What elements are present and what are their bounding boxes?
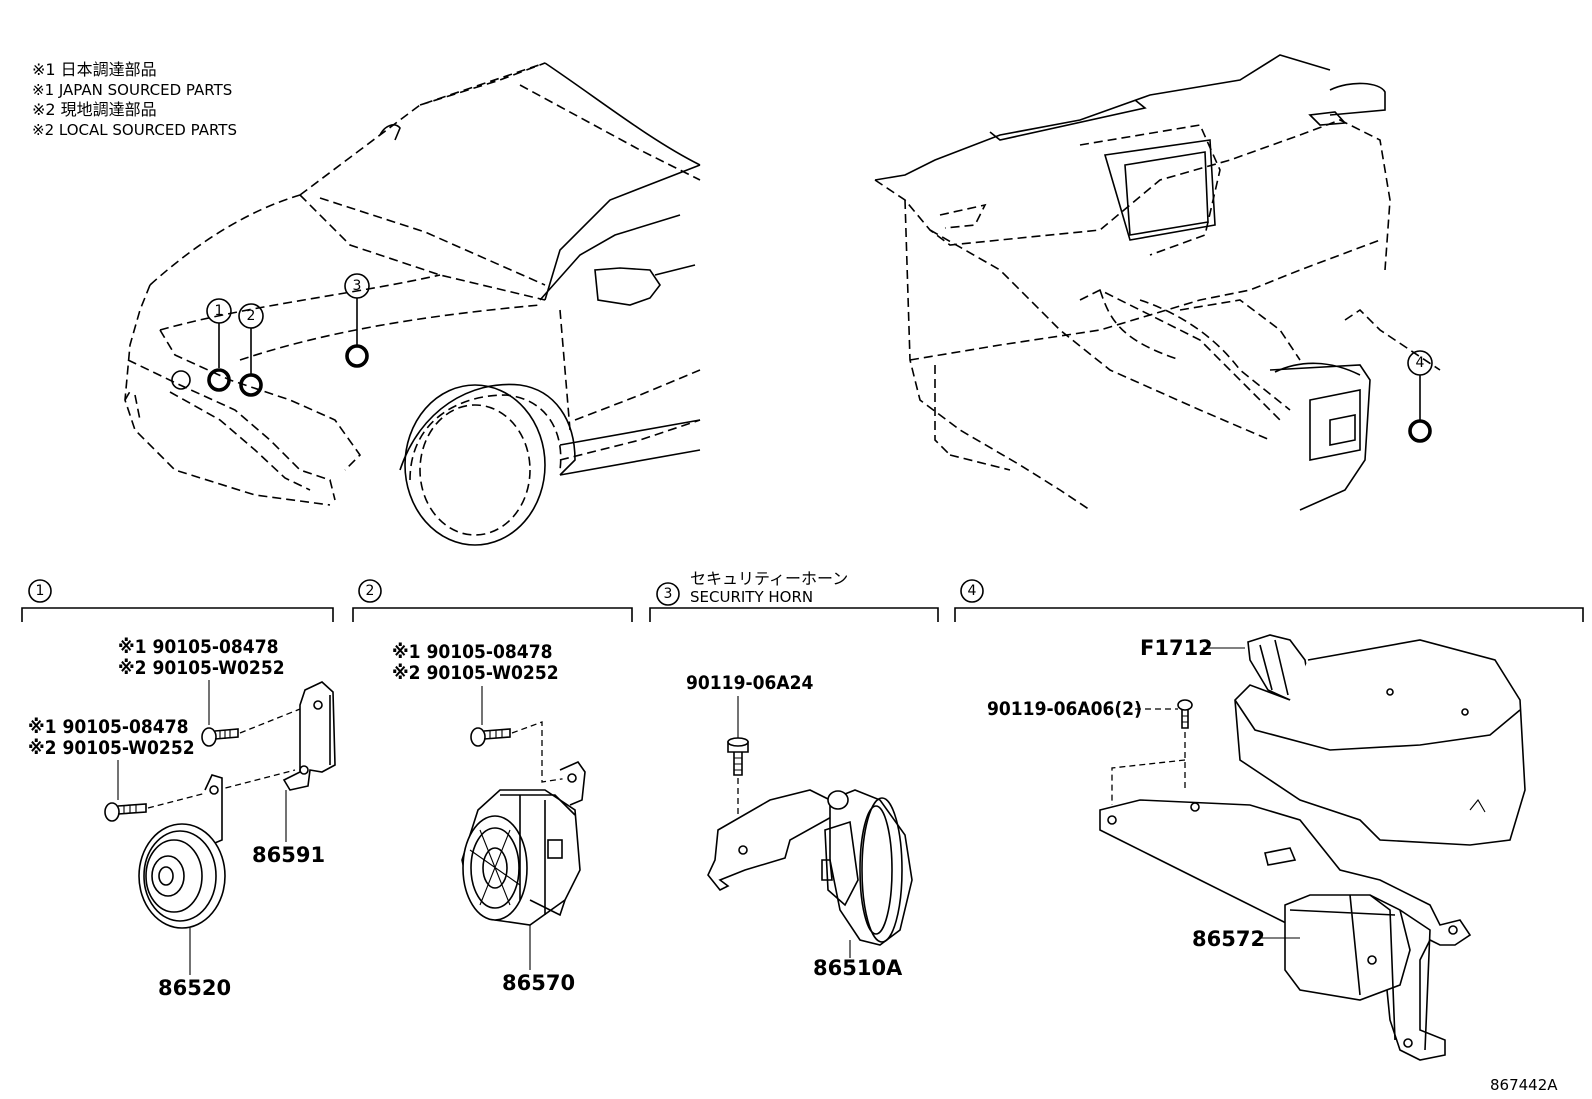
s1-bolt-upper-note2: ※2 90105-W0252 bbox=[118, 657, 285, 679]
section-3-parts: 90119-06A24 86510A bbox=[686, 672, 913, 980]
section-2-number: 2 bbox=[366, 583, 375, 599]
section-1-parts: ※1 90105-08478 ※2 90105-W0252 ※1 90105-0… bbox=[28, 636, 336, 1000]
car-front-illustration bbox=[124, 62, 701, 546]
diagram-id: 867442A bbox=[1490, 1076, 1558, 1094]
s4-bolt bbox=[1177, 699, 1193, 729]
note-local-en: ※2 LOCAL SOURCED PARTS bbox=[32, 121, 237, 139]
s4-bolt-part-number: 90119-06A06(2) bbox=[987, 698, 1142, 720]
section-3-title-jp: セキュリティーホーン bbox=[690, 569, 848, 588]
s3-bolt-part-number: 90119-06A24 bbox=[686, 672, 813, 694]
overview-callouts: 1 2 3 4 bbox=[206, 273, 1433, 443]
s1-bolt-upper-note1: ※1 90105-08478 bbox=[118, 636, 279, 658]
callout-2-marker bbox=[239, 373, 263, 397]
s4-unit-86572 bbox=[1099, 799, 1472, 1061]
callout-3-label: 3 bbox=[353, 278, 362, 294]
note-japan-jp: ※1 日本調達部品 bbox=[32, 60, 157, 79]
dashboard-illustration bbox=[874, 54, 1441, 511]
note-japan-en: ※1 JAPAN SOURCED PARTS bbox=[32, 81, 232, 99]
s1-bracket-86591 bbox=[282, 681, 336, 791]
s3-horn-86510a bbox=[707, 789, 913, 946]
section-3-title-en: SECURITY HORN bbox=[690, 588, 813, 606]
s1-bolt-lower-note1: ※1 90105-08478 bbox=[28, 716, 189, 738]
s1-bracket-part-number: 86591 bbox=[252, 843, 325, 867]
s2-bolt-note2: ※2 90105-W0252 bbox=[392, 662, 559, 684]
callout-1-marker bbox=[207, 368, 231, 392]
section-2-bracket bbox=[352, 607, 633, 622]
section-1-bracket bbox=[21, 607, 334, 622]
s3-horn-part-number: 86510A bbox=[813, 956, 903, 980]
s1-lower-bolt bbox=[104, 802, 147, 822]
s1-bolt-lower-note2: ※2 90105-W0252 bbox=[28, 737, 195, 759]
note-local-jp: ※2 現地調達部品 bbox=[32, 100, 157, 119]
legend-notes: ※1 日本調達部品 ※1 JAPAN SOURCED PARTS ※2 現地調達… bbox=[32, 60, 237, 139]
section-3-bracket bbox=[649, 607, 939, 622]
s2-bolt bbox=[470, 727, 511, 747]
section-4-parts: F1712 90119-06A06(2) bbox=[987, 634, 1526, 1061]
callout-3-marker bbox=[345, 344, 369, 368]
callout-2-label: 2 bbox=[247, 308, 256, 324]
s4-cover-f1712 bbox=[1234, 634, 1526, 846]
callout-1-label: 1 bbox=[215, 303, 224, 319]
s1-horn-part-number: 86520 bbox=[158, 976, 231, 1000]
s2-horn-part-number: 86570 bbox=[502, 971, 575, 995]
section-headers: 1 2 3 セキュリティーホーン SECURITY HORN 4 bbox=[21, 569, 1584, 622]
s4-unit-part-number: 86572 bbox=[1192, 927, 1265, 951]
s1-horn-86520 bbox=[138, 774, 226, 929]
s4-connector-label: F1712 bbox=[1140, 636, 1213, 660]
callout-4-label: 4 bbox=[1416, 355, 1425, 371]
s2-horn-86570 bbox=[461, 761, 586, 926]
section-1-number: 1 bbox=[36, 583, 45, 599]
section-4-bracket bbox=[954, 607, 1584, 622]
section-3-number: 3 bbox=[664, 586, 673, 602]
section-2-parts: ※1 90105-08478 ※2 90105-W0252 86570 bbox=[392, 641, 586, 995]
callout-4-marker bbox=[1408, 419, 1432, 443]
section-4-number: 4 bbox=[968, 583, 977, 599]
s2-bolt-note1: ※1 90105-08478 bbox=[392, 641, 553, 663]
s3-bolt bbox=[727, 737, 749, 776]
s1-upper-bolt bbox=[201, 727, 239, 747]
